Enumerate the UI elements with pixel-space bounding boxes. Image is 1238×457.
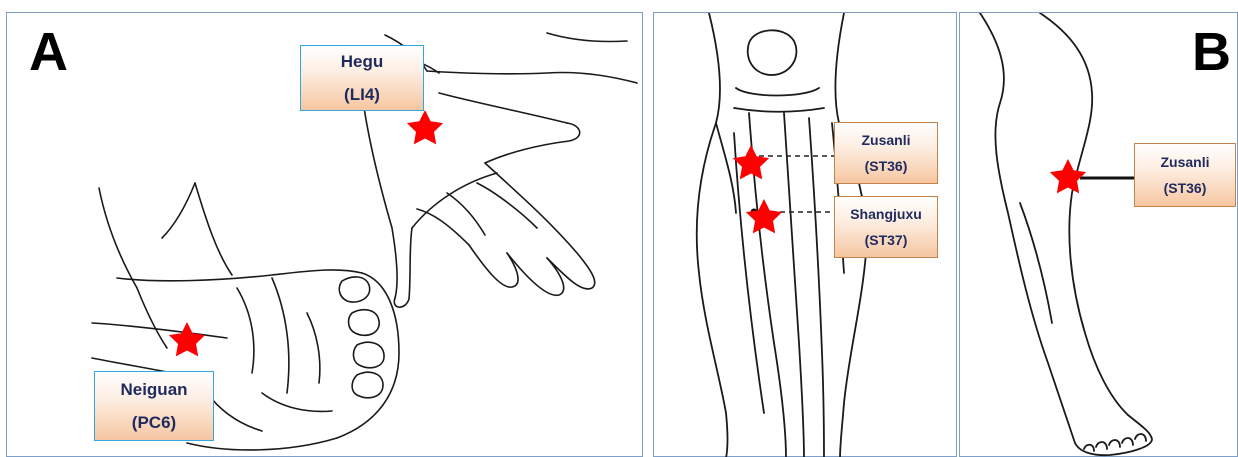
- label-hegu-code: (LI4): [344, 78, 380, 111]
- label-zusanli-front: Zusanli (ST36): [834, 122, 938, 184]
- label-zusanli-side-code: (ST36): [1164, 175, 1207, 201]
- panel-b-front: Zusanli (ST36) Shangjuxu (ST37): [653, 12, 957, 457]
- panel-letter-a: A: [29, 25, 68, 79]
- panel-letter-b: B: [1192, 25, 1231, 79]
- red-star-icon: [1048, 158, 1088, 198]
- label-shangjuxu-code: (ST37): [865, 227, 908, 253]
- red-star-icon: [744, 198, 784, 238]
- label-shangjuxu: Shangjuxu (ST37): [834, 196, 938, 258]
- label-hegu: Hegu (LI4): [300, 45, 424, 111]
- red-star-icon: [167, 321, 207, 361]
- label-zusanli-side: Zusanli (ST36): [1134, 143, 1236, 207]
- label-shangjuxu-name: Shangjuxu: [850, 201, 922, 227]
- label-zusanli-side-name: Zusanli: [1160, 149, 1209, 175]
- panel-b-side: B Zusanli (ST36): [959, 12, 1238, 457]
- label-neiguan: Neiguan (PC6): [94, 371, 214, 441]
- label-neiguan-code: (PC6): [132, 406, 176, 439]
- label-zusanli-front-code: (ST36): [865, 153, 908, 179]
- label-neiguan-name: Neiguan: [120, 373, 187, 406]
- label-hegu-name: Hegu: [341, 45, 384, 78]
- panel-a: A Hegu (LI4) Neiguan (PC6): [6, 12, 643, 457]
- red-star-icon: [405, 109, 445, 149]
- red-star-icon: [731, 144, 771, 184]
- label-zusanli-front-name: Zusanli: [861, 127, 910, 153]
